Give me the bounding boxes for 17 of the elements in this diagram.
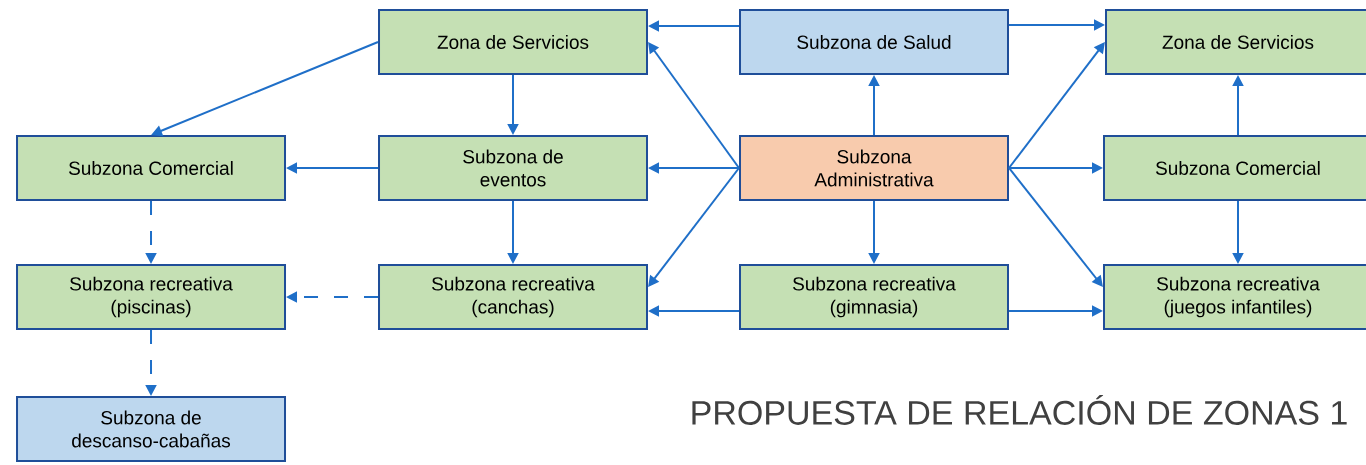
zone-box: Subzona recreativa (canchas) xyxy=(378,264,648,330)
arrow xyxy=(648,42,740,169)
zone-box: Subzona de descanso-cabañas xyxy=(16,396,286,462)
zone-box: Subzona recreativa (gimnasia) xyxy=(739,264,1009,330)
diagram-title: PROPUESTA DE RELACIÓN DE ZONAS 1 xyxy=(692,395,1347,425)
zone-box: Subzona Comercial xyxy=(16,135,286,201)
zone-box: Subzona de eventos xyxy=(378,135,648,201)
arrow xyxy=(1008,167,1103,287)
zone-box: Subzona Administrativa xyxy=(739,135,1009,201)
zone-box: Subzona recreativa (juegos infantiles) xyxy=(1103,264,1366,330)
arrow xyxy=(1008,42,1105,169)
arrow xyxy=(648,167,740,287)
zone-box: Subzona de Salud xyxy=(739,9,1009,75)
zone-box: Zona de Servicios xyxy=(378,9,648,75)
zone-box: Zona de Servicios xyxy=(1105,9,1366,75)
zone-box: Subzona Comercial xyxy=(1103,135,1366,201)
zone-box: Subzona recreativa (piscinas) xyxy=(16,264,286,330)
